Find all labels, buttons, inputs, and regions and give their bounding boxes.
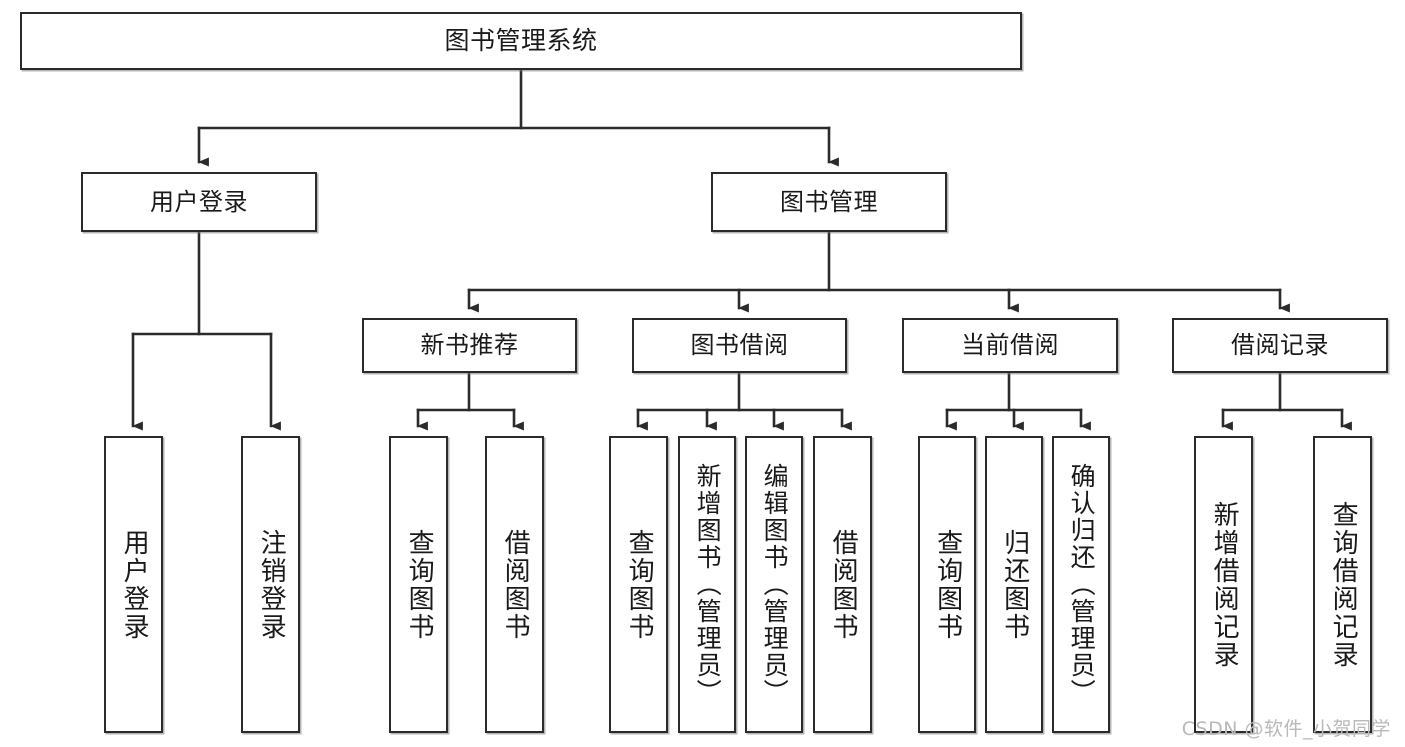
node-book-management-label: 图书管理 xyxy=(780,187,878,216)
node-current-borrow-label: 当前借阅 xyxy=(961,331,1059,360)
node-new-book-recommend[interactable]: 新书推荐 xyxy=(362,318,577,373)
node-query-book-recommend[interactable]: 查询图书 xyxy=(389,436,448,733)
node-add-book-admin[interactable]: 新增图书（管理员） xyxy=(678,436,736,733)
node-book-borrow-label: 图书借阅 xyxy=(690,331,789,360)
node-root-label: 图书管理系统 xyxy=(444,26,598,56)
node-add-borrow-record[interactable]: 新增借阅记录 xyxy=(1194,436,1253,733)
node-return-book[interactable]: 归还图书 xyxy=(985,436,1043,733)
node-edit-book-admin-label: 编辑图书（管理员） xyxy=(760,463,790,706)
node-user-login-leaf[interactable]: 用户登录 xyxy=(104,436,163,733)
node-borrow-book-leaf[interactable]: 借阅图书 xyxy=(813,436,872,733)
node-borrow-book-leaf-label: 借阅图书 xyxy=(828,528,859,641)
node-new-book-recommend-label: 新书推荐 xyxy=(420,331,519,360)
node-add-book-admin-label: 新增图书（管理员） xyxy=(693,463,723,706)
node-edit-book-admin[interactable]: 编辑图书（管理员） xyxy=(745,436,803,733)
node-return-book-label: 归还图书 xyxy=(999,528,1030,641)
node-book-management[interactable]: 图书管理 xyxy=(711,172,947,232)
node-book-borrow[interactable]: 图书借阅 xyxy=(632,318,847,373)
node-user-logout-leaf-label: 注销登录 xyxy=(256,528,287,641)
node-user-login-label: 用户登录 xyxy=(150,187,248,216)
node-query-borrow-record-label: 查询借阅记录 xyxy=(1328,500,1359,669)
node-borrow-book-recommend-label: 借阅图书 xyxy=(500,528,531,641)
node-root[interactable]: 图书管理系统 xyxy=(20,12,1022,70)
node-confirm-return-admin-label: 确认归还（管理员） xyxy=(1067,463,1097,706)
node-query-book-current[interactable]: 查询图书 xyxy=(918,436,976,733)
node-query-book-borrow-label: 查询图书 xyxy=(624,528,655,641)
node-user-login-leaf-label: 用户登录 xyxy=(119,528,150,641)
node-borrow-book-recommend[interactable]: 借阅图书 xyxy=(485,436,544,733)
node-query-book-recommend-label: 查询图书 xyxy=(404,528,435,641)
node-user-logout-leaf[interactable]: 注销登录 xyxy=(241,436,300,733)
node-query-book-borrow[interactable]: 查询图书 xyxy=(609,436,668,733)
node-user-login[interactable]: 用户登录 xyxy=(81,172,317,232)
node-query-borrow-record[interactable]: 查询借阅记录 xyxy=(1313,436,1372,733)
node-borrow-record[interactable]: 借阅记录 xyxy=(1172,318,1388,373)
node-confirm-return-admin[interactable]: 确认归还（管理员） xyxy=(1052,436,1110,733)
node-borrow-record-label: 借阅记录 xyxy=(1231,331,1329,360)
node-query-book-current-label: 查询图书 xyxy=(932,528,963,641)
node-current-borrow[interactable]: 当前借阅 xyxy=(902,318,1118,373)
node-add-borrow-record-label: 新增借阅记录 xyxy=(1209,500,1240,669)
